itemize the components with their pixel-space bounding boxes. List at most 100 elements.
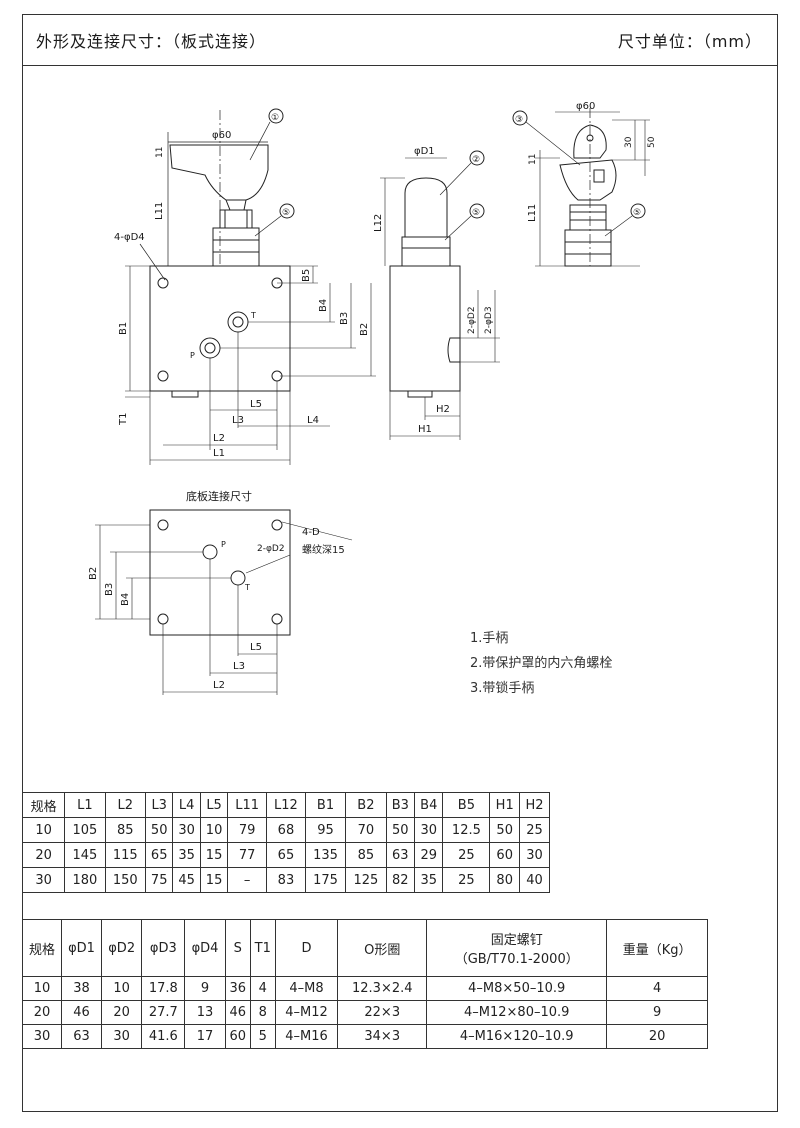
legend-item: 3.带锁手柄 [470, 681, 535, 696]
table-cell: 25 [442, 867, 491, 893]
table-cell: 4–M16 [274, 1024, 339, 1049]
dim-l12: L12 [373, 214, 384, 232]
table-cell: 145 [64, 842, 106, 868]
legend-item: 2.带保护罩的内六角螺栓 [470, 656, 613, 671]
table-cell: 13 [184, 1000, 226, 1025]
side-body [389, 265, 461, 392]
oring-seat [171, 390, 199, 398]
table-cell: 8 [249, 1000, 276, 1025]
svg-text:P: P [221, 540, 226, 549]
table-cell: 30 [519, 842, 550, 868]
dim-b3-base: B3 [104, 583, 115, 596]
table-cell: 35 [172, 842, 201, 868]
valve-body [149, 265, 291, 392]
table-header-cell: φD3 [141, 919, 186, 977]
table-cell: 95 [304, 817, 347, 843]
mount-hole [157, 277, 169, 289]
table-cell: 65 [144, 842, 174, 868]
dim-l1: L1 [213, 448, 225, 459]
balloon-5 [279, 203, 295, 219]
table-cell: 60 [489, 842, 521, 868]
drawing-sheet [22, 14, 778, 1112]
dim-2-d3: 2-φD3 [484, 306, 494, 334]
svg-text:⑤: ⑤ [282, 208, 290, 218]
dim-phi60-b: φ60 [576, 101, 595, 112]
dim-l4: L5 [250, 399, 262, 410]
table-cell: 30 [101, 1024, 143, 1049]
table-header-cell: B3 [385, 792, 416, 818]
label-4-d4: 4-φD4 [114, 232, 145, 243]
table-cell: 10 [199, 817, 229, 843]
table-cell: 12.5 [442, 817, 491, 843]
lock-handle-view: φ60 30 50 L11 11 ③ ⑤ [512, 101, 657, 267]
table-cell: 4–M8×50–10.9 [426, 976, 608, 1001]
dim-b1: B1 [118, 322, 129, 335]
base-title: 底板连接尺寸 [186, 489, 252, 503]
table-header-cell: B2 [345, 792, 387, 818]
base-port-t [230, 570, 246, 586]
table-cell: 40 [519, 867, 550, 893]
table-cell: 10 [22, 976, 62, 1001]
front-view: φ60 L11 11 ① ⑤ 4-φD4 T P B5 B4 B3 B2 [114, 108, 376, 465]
table-header-cell: φD4 [184, 919, 226, 977]
dim-phid1: φD1 [414, 146, 435, 157]
balloon-3 [512, 110, 528, 126]
table-cell: 4–M12 [274, 1000, 339, 1025]
table-cell: 50 [489, 817, 521, 843]
table-header-cell: L4 [172, 792, 201, 818]
dim-l2-base: L2 [213, 680, 225, 691]
table-header-cell: O形圈 [337, 919, 428, 977]
table-cell: 25 [442, 842, 491, 868]
table-cell: 35 [414, 867, 444, 893]
table-cell: 29 [414, 842, 444, 868]
technical-drawing: φ60 L11 11 ① ⑤ 4-φD4 T P B5 B4 B3 B2 [88, 101, 657, 695]
table-cell: 10 [101, 976, 143, 1001]
table-header-cell: L1 [64, 792, 106, 818]
table-cell: 180 [64, 867, 106, 893]
table-cell: 46 [60, 1000, 103, 1025]
table-cell: 4–M16×120–10.9 [426, 1024, 608, 1049]
table-cell: 63 [60, 1024, 103, 1049]
dim-l11-b: L11 [527, 204, 538, 222]
table-header-cell: L5 [199, 792, 229, 818]
table-cell: 38 [60, 976, 103, 1001]
table-cell: 68 [266, 817, 306, 843]
dim-b4: B4 [318, 299, 329, 312]
label-p: P [190, 351, 195, 360]
table-cell: 135 [304, 842, 347, 868]
handle [169, 144, 269, 201]
dim-l3-base: L3 [233, 661, 245, 672]
table-cell: 4 [606, 976, 708, 1001]
table-header-cell: 规格 [22, 919, 62, 977]
table-header-cell: H1 [489, 792, 521, 818]
table-cell: 45 [172, 867, 201, 893]
protective-cap [404, 177, 448, 237]
parts-legend: 1.手柄 2.带保护罩的内六角螺栓 3.带锁手柄 [470, 626, 612, 701]
table-cell: 50 [385, 817, 416, 843]
lock-knob [573, 124, 607, 159]
dim-l11: L11 [154, 202, 165, 220]
table-cell: 105 [64, 817, 106, 843]
table-cell: 85 [104, 817, 146, 843]
table-cell: 79 [227, 817, 268, 843]
mount-hole [157, 370, 169, 382]
table-cell: 30 [172, 817, 201, 843]
label-thread-depth: 螺纹深15 [302, 543, 345, 556]
table-cell: 60 [224, 1024, 251, 1049]
table-cell: 41.6 [141, 1024, 186, 1049]
side-view: L12 φD1 ② ⑤ 2-φD2 2-φD3 H2 H1 [373, 146, 500, 440]
table-header-cell: L3 [144, 792, 174, 818]
base-plate-view: 底板连接尺寸 P T 4-D 螺纹深15 2-φD2 B2 B3 B4 L5 L… [88, 489, 353, 695]
table-header-cell: L11 [227, 792, 268, 818]
label-4-d: 4-D [302, 527, 320, 538]
dim-h2: H2 [436, 404, 450, 415]
table-cell: 125 [345, 867, 387, 893]
table-header-cell: B4 [414, 792, 444, 818]
dim-l4-base: L5 [250, 642, 262, 653]
dim-l2: L2 [213, 433, 225, 444]
